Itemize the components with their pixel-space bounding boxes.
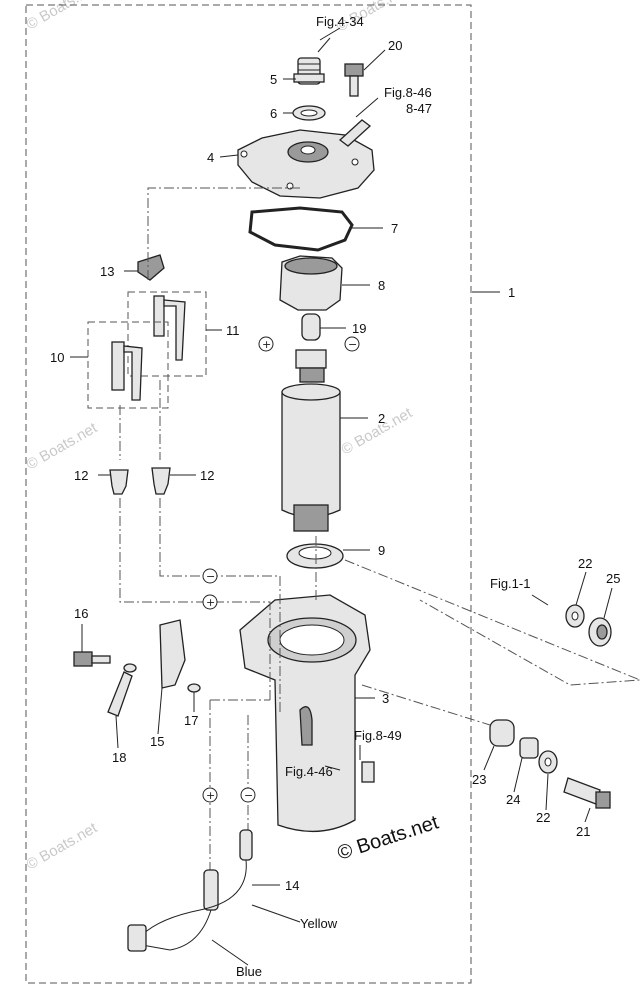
callout-12: 12 (74, 468, 88, 483)
part-22-washer-top (565, 604, 585, 628)
part-2-fuel-pump (281, 349, 341, 532)
polarity-minus-marker: − (244, 789, 253, 802)
callout-7: 7 (391, 221, 398, 236)
ref-fig-8-47: 8-47 (406, 101, 432, 116)
part-15-clip (159, 619, 186, 689)
callout-2: 2 (378, 411, 385, 426)
part-16-bolt (73, 651, 111, 667)
callout-22: 22 (536, 810, 550, 825)
callout-13: 13 (100, 264, 114, 279)
part-3-housing (239, 594, 375, 833)
part-18-strap (107, 671, 133, 717)
part-8-filter-ring (279, 255, 343, 311)
part-7-gasket (248, 206, 354, 252)
part-9-seal (286, 543, 344, 569)
callout-numbers: 1 2 3 4 5 6 7 8 9 10 11 12 12 13 14 15 1… (50, 38, 620, 893)
part-18-ring (123, 663, 137, 673)
part-23-grommet (489, 719, 515, 747)
callout-17: 17 (184, 713, 198, 728)
callout-12: 12 (200, 468, 214, 483)
part-10-terminal (87, 321, 169, 409)
callout-11: 11 (226, 323, 240, 338)
ref-fig-4-46: Fig.4-46 (285, 764, 333, 779)
polarity-plus-marker: + (206, 789, 215, 802)
axis-line-right (344, 559, 641, 686)
callout-10: 10 (50, 350, 64, 365)
ref-fig-8-46: Fig.8-46 (384, 85, 432, 100)
part-17-washer (187, 683, 201, 693)
callout-21: 21 (576, 824, 590, 839)
wire-route-plus (119, 498, 271, 700)
watermark-text: © Boats.net (24, 819, 101, 873)
callout-15: 15 (150, 734, 164, 749)
callout-19: 19 (352, 321, 366, 336)
callout-23: 23 (472, 772, 486, 787)
part-4-cover (237, 119, 375, 199)
polarity-minus-marker: − (348, 338, 357, 351)
part-25-grommet (588, 617, 612, 647)
callout-20: 20 (388, 38, 402, 53)
part-13-terminal-cover (137, 254, 165, 281)
ref-fig-4-34: Fig.4-34 (316, 14, 364, 29)
part-12-plug-right (151, 467, 171, 495)
figure-references: Fig.4-34 Fig.8-46 8-47 Fig.1-1 Fig.8-49 … (285, 14, 530, 779)
polarity-minus-marker: − (206, 570, 215, 583)
part-6-o-ring-hole (300, 109, 318, 117)
callout-25: 25 (606, 571, 620, 586)
leader-lines (70, 27, 613, 966)
part-20-bolt (344, 63, 364, 97)
part-5-fitting (293, 57, 325, 85)
callout-1: 1 (508, 285, 515, 300)
callout-14: 14 (285, 878, 299, 893)
ref-fig-1-1: Fig.1-1 (490, 576, 530, 591)
polarity-markers: + − − + + − (202, 336, 360, 803)
part-24-collar (519, 737, 539, 759)
wire-route-terminal-13 (147, 187, 300, 280)
polarity-plus-marker: + (206, 596, 215, 609)
watermark-text: © Boats.net (24, 419, 101, 473)
part-12-plug-left (109, 469, 129, 495)
callout-18: 18 (112, 750, 126, 765)
callout-8: 8 (378, 278, 385, 293)
callout-5: 5 (270, 72, 277, 87)
callout-6: 6 (270, 106, 277, 121)
callout-24: 24 (506, 792, 520, 807)
callout-16: 16 (74, 606, 88, 621)
wire-route-minus (159, 498, 281, 715)
axis-line-lower (361, 684, 491, 726)
ref-fig-8-49: Fig.8-49 (354, 728, 402, 743)
polarity-plus-marker: + (262, 338, 271, 351)
part-21-bolt (563, 777, 611, 809)
part-22-washer-bottom (538, 750, 558, 774)
part-11-terminal (127, 291, 207, 377)
assembly-border (25, 4, 472, 984)
wire-label-blue: Blue (236, 964, 262, 979)
callout-4: 4 (207, 150, 214, 165)
callout-22: 22 (578, 556, 592, 571)
part-14-harness (127, 829, 253, 952)
callout-3: 3 (382, 691, 389, 706)
part-19-nipple (301, 313, 321, 341)
callout-9: 9 (378, 543, 385, 558)
wire-label-yellow: Yellow (300, 916, 338, 931)
